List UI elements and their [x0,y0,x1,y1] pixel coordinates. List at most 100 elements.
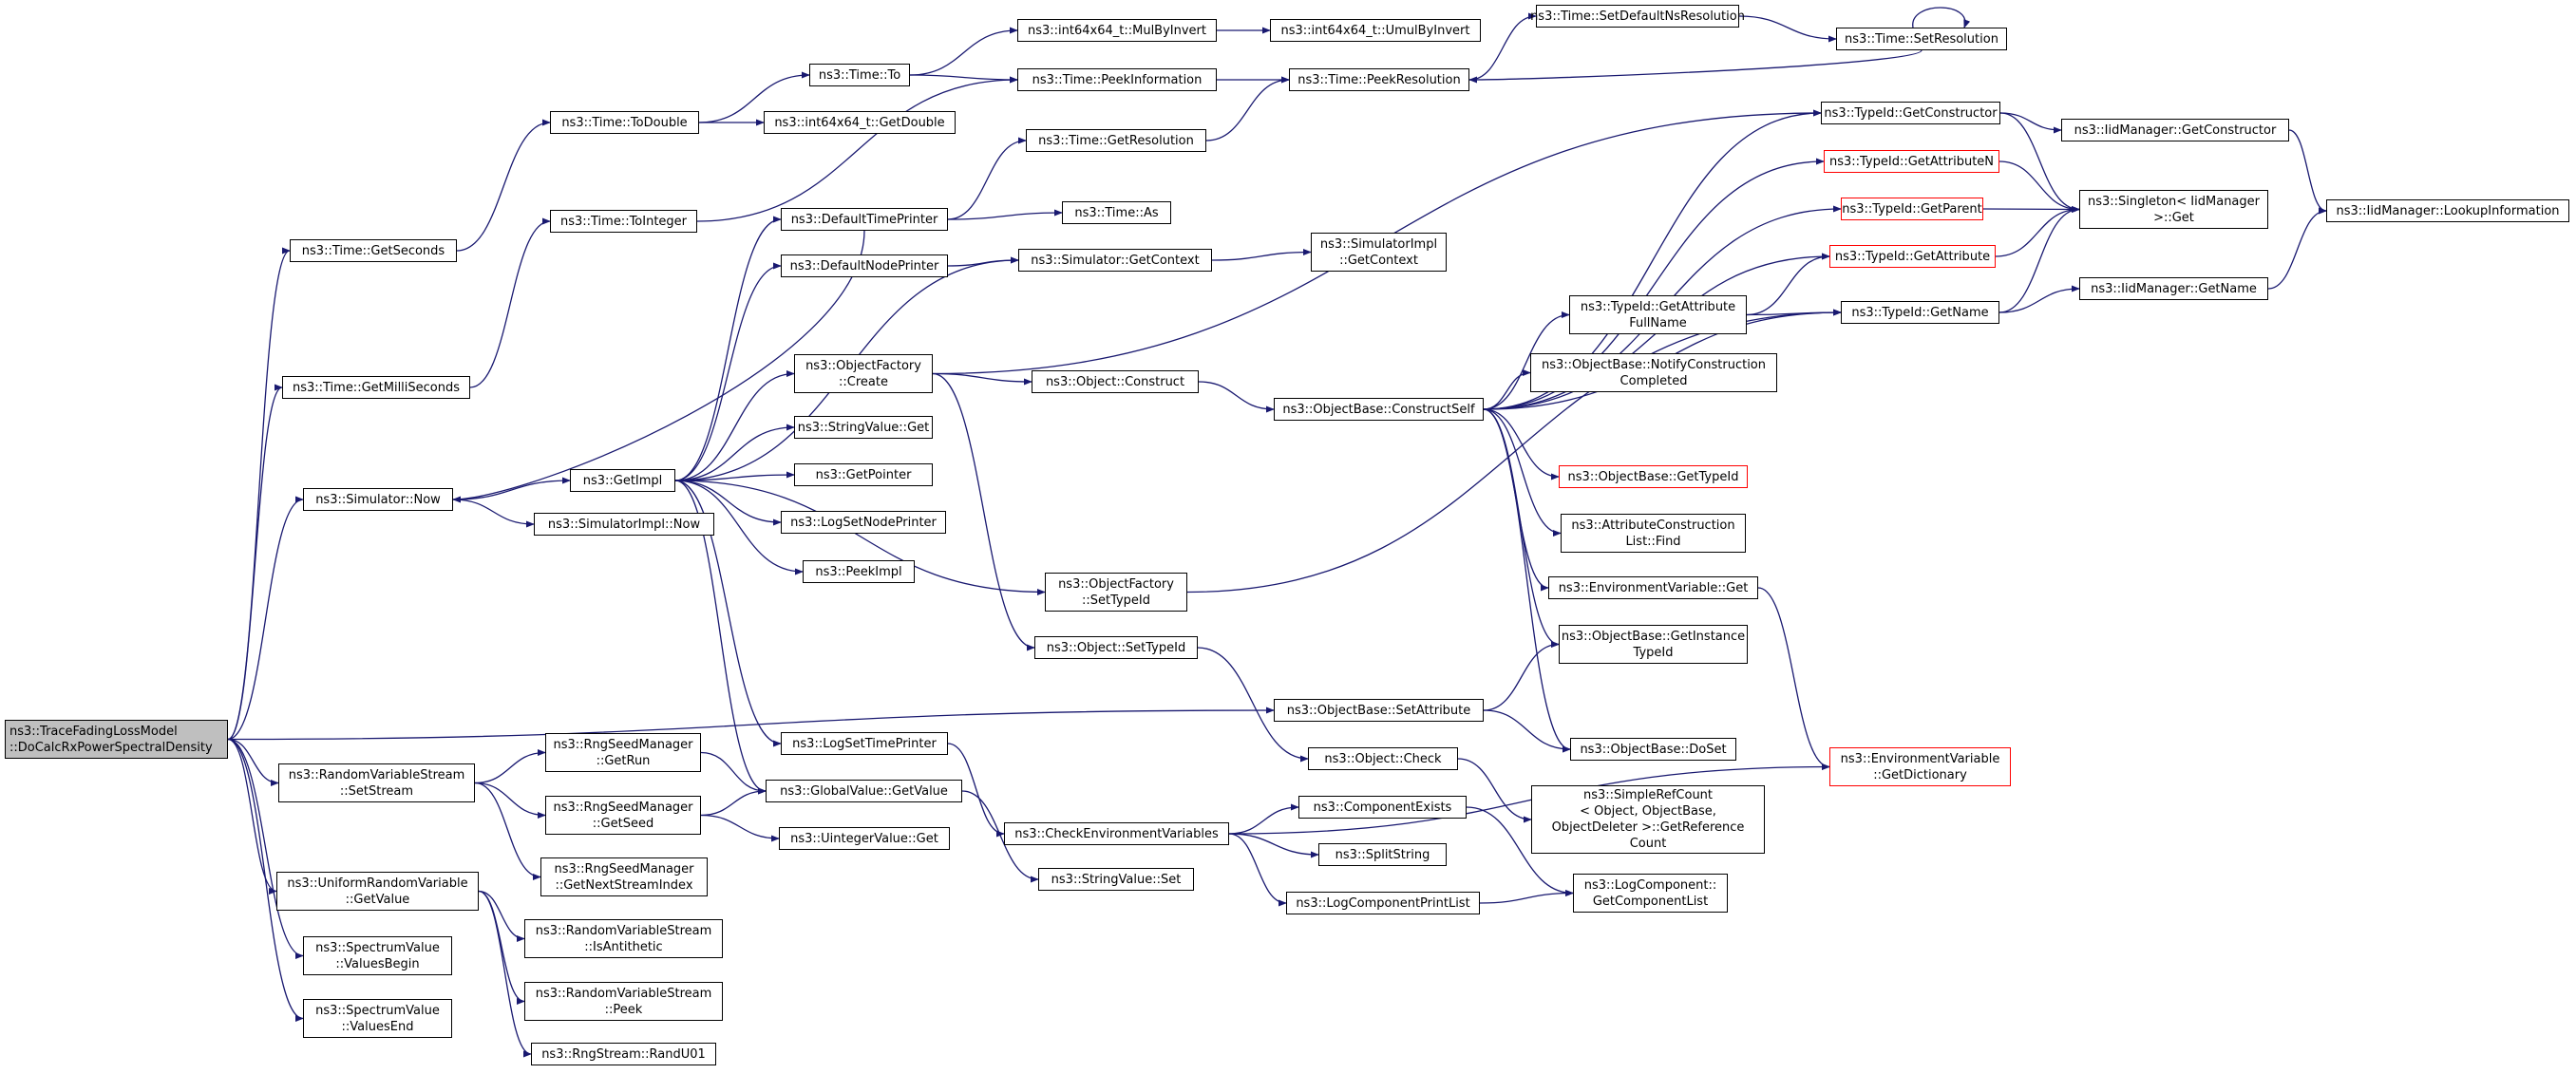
edge-TIGetName-to-IMGetName [1998,285,2080,313]
node-component-exists[interactable]: ns3::ComponentExists [1298,796,1467,819]
node-sim-impl-now[interactable]: ns3::SimulatorImpl::Now [534,513,714,536]
edge-GetImpl-to-OFCreate [674,369,795,481]
node-get-milli-seconds[interactable]: ns3::Time::GetMilliSeconds [282,376,470,399]
node-label: ns3::SimpleRefCount < Object, ObjectBase… [1551,788,1745,851]
node-obj-construct[interactable]: ns3::Object::Construct [1032,370,1199,393]
node-imlookup-information[interactable]: ns3::IidManager::LookupInformation [2326,199,2569,222]
node-svvalues-end[interactable]: ns3::SpectrumValue ::ValuesEnd [303,999,452,1038]
node-peek-impl[interactable]: ns3::PeekImpl [803,560,915,583]
node-label: ns3::Time::GetResolution [1038,133,1194,148]
node-get-seconds[interactable]: ns3::Time::GetSeconds [290,239,457,262]
node-label: ns3::LogSetNodePrinter [790,515,937,530]
node-label: ns3::ObjectFactory ::Create [805,358,921,389]
node-tiget-attribute-n[interactable]: ns3::TypeId::GetAttributeN [1824,150,1999,173]
edge-EnvVarGet-to-EnvVarGetDictionary [1757,587,1830,771]
node-label: ns3::RandomVariableStream ::SetStream [288,767,465,799]
node-peek-resolution[interactable]: ns3::Time::PeekResolution [1289,68,1469,91]
edge-OBSetAttribute-to-OBGetInstanceTypeId [1483,640,1560,711]
node-obdo-set[interactable]: ns3::ObjectBase::DoSet [1570,738,1736,761]
node-rsmget-run[interactable]: ns3::RngSeedManager ::GetRun [545,733,701,772]
edge-URVGetValue-to-RandU01 [478,890,532,1058]
node-sim-get-context[interactable]: ns3::Simulator::GetContext [1018,249,1212,272]
node-set-default-ns-resolution[interactable]: ns3::Time::SetDefaultNsResolution [1530,5,1745,28]
node-tiget-parent[interactable]: ns3::TypeId::GetParent [1841,198,1983,220]
node-svvalues-begin[interactable]: ns3::SpectrumValue ::ValuesBegin [303,936,452,975]
edge-OBConstructSelf-to-OBDoSet [1483,408,1571,753]
node-umul-by-invert[interactable]: ns3::int64x64_t::UmulByInvert [1270,19,1481,42]
node-imget-constructor[interactable]: ns3::IidManager::GetConstructor [2061,119,2289,141]
node-mul-by-invert[interactable]: ns3::int64x64_t::MulByInvert [1017,19,1217,42]
node-gvget-value[interactable]: ns3::GlobalValue::GetValue [766,780,962,802]
node-ofcreate[interactable]: ns3::ObjectFactory ::Create [794,354,933,393]
node-time-to[interactable]: ns3::Time::To [809,64,910,86]
node-peek-information[interactable]: ns3::Time::PeekInformation [1017,68,1217,91]
node-env-var-get-dictionary[interactable]: ns3::EnvironmentVariable ::GetDictionary [1829,747,2011,786]
node-label: ns3::RngSeedManager ::GetRun [553,737,693,768]
node-rvspeek[interactable]: ns3::RandomVariableStream ::Peek [524,982,723,1021]
node-obset-attribute[interactable]: ns3::ObjectBase::SetAttribute [1274,699,1484,722]
node-set-resolution[interactable]: ns3::Time::SetResolution [1836,28,2007,50]
node-simulator-now[interactable]: ns3::Simulator::Now [303,488,453,511]
edge-GetResolution-to-PeekResolution [1205,76,1290,141]
node-srcget-reference-count[interactable]: ns3::SimpleRefCount < Object, ObjectBase… [1531,785,1765,854]
node-obconstruct-self[interactable]: ns3::ObjectBase::ConstructSelf [1274,398,1484,421]
node-label: ns3::Time::ToInteger [559,214,688,229]
node-label: ns3::RandomVariableStream ::Peek [535,986,712,1017]
node-label: ns3::int64x64_t::UmulByInvert [1280,23,1470,38]
node-string-value-get[interactable]: ns3::StringValue::Get [794,416,933,439]
edge-OFCreate-to-ObjSetTypeId [932,372,1035,651]
node-ofset-type-id[interactable]: ns3::ObjectFactory ::SetTypeId [1045,573,1187,612]
node-urvget-value[interactable]: ns3::UniformRandomVariable ::GetValue [276,872,479,911]
node-i64-get-double[interactable]: ns3::int64x64_t::GetDouble [764,111,956,134]
node-label: ns3::TypeId::GetAttributeN [1828,154,1995,169]
node-root[interactable]: ns3::TraceFadingLossModel ::DoCalcRxPowe… [5,720,228,759]
node-check-env-vars[interactable]: ns3::CheckEnvironmentVariables [1004,822,1229,845]
node-log-component-print-list[interactable]: ns3::LogComponentPrintList [1286,892,1480,914]
node-singleton-get[interactable]: ns3::Singleton< IidManager >::Get [2079,190,2268,229]
node-rsmget-next-stream-index[interactable]: ns3::RngSeedManager ::GetNextStreamIndex [540,857,708,896]
node-to-integer[interactable]: ns3::Time::ToInteger [550,210,697,233]
node-rand-u01[interactable]: ns3::RngStream::RandU01 [531,1043,716,1065]
edge-ComponentExists-to-LCGetComponentList [1466,806,1574,897]
node-label: ns3::ObjectBase::NotifyConstruction Comp… [1542,357,1766,388]
node-uivget[interactable]: ns3::UintegerValue::Get [779,827,950,850]
node-log-set-time-printer[interactable]: ns3::LogSetTimePrinter [781,732,948,755]
node-obget-type-id[interactable]: ns3::ObjectBase::GetTypeId [1559,465,1748,488]
edge-root-to-SVValuesBegin [227,738,304,960]
node-split-string[interactable]: ns3::SplitString [1318,843,1447,866]
node-aclfind[interactable]: ns3::AttributeConstruction List::Find [1561,514,1746,553]
node-get-pointer[interactable]: ns3::GetPointer [794,463,933,486]
node-sim-impl-get-context[interactable]: ns3::SimulatorImpl ::GetContext [1311,233,1447,272]
edge-root-to-GetMilliSeconds [227,384,283,741]
node-rvsis-antithetic[interactable]: ns3::RandomVariableStream ::IsAntithetic [524,919,723,958]
node-obj-check[interactable]: ns3::Object::Check [1308,747,1458,770]
edge-DefaultTimePrinter-to-GetResolution [947,137,1027,220]
node-obnotify-construction-completed[interactable]: ns3::ObjectBase::NotifyConstruction Comp… [1530,353,1777,392]
node-get-impl[interactable]: ns3::GetImpl [570,469,675,492]
node-rsmget-seed[interactable]: ns3::RngSeedManager ::GetSeed [545,796,701,835]
node-get-resolution[interactable]: ns3::Time::GetResolution [1026,129,1206,152]
node-tiget-attribute-full-name[interactable]: ns3::TypeId::GetAttribute FullName [1569,295,1747,334]
node-lcget-component-list[interactable]: ns3::LogComponent:: GetComponentList [1573,874,1728,913]
node-tiget-name[interactable]: ns3::TypeId::GetName [1841,301,1999,324]
node-label: ns3::int64x64_t::GetDouble [774,115,945,130]
node-log-set-node-printer[interactable]: ns3::LogSetNodePrinter [781,511,946,534]
node-tiget-constructor[interactable]: ns3::TypeId::GetConstructor [1821,102,2000,124]
node-rvsset-stream[interactable]: ns3::RandomVariableStream ::SetStream [278,763,475,802]
node-tiget-attribute[interactable]: ns3::TypeId::GetAttribute [1829,245,1996,268]
node-label: ns3::ObjectBase::SetAttribute [1286,703,1471,718]
node-obget-instance-type-id[interactable]: ns3::ObjectBase::GetInstance TypeId [1559,625,1748,664]
node-label: ns3::LogComponentPrintList [1296,895,1470,911]
node-label: ns3::GetPointer [815,467,912,482]
node-imget-name[interactable]: ns3::IidManager::GetName [2079,277,2268,300]
edge-SimulatorNow-to-GetImpl [452,477,571,500]
node-to-double[interactable]: ns3::Time::ToDouble [550,111,699,134]
edge-OFCreate-to-ObjConstruct [932,372,1032,386]
node-env-var-get[interactable]: ns3::EnvironmentVariable::Get [1548,576,1758,599]
node-svset[interactable]: ns3::StringValue::Set [1038,868,1194,891]
node-default-time-printer[interactable]: ns3::DefaultTimePrinter [781,208,948,231]
edge-CheckEnvVars-to-EnvVarGetDictionary [1228,763,1830,835]
node-default-node-printer[interactable]: ns3::DefaultNodePrinter [781,254,948,277]
node-time-as[interactable]: ns3::Time::As [1062,201,1171,224]
node-obj-set-type-id[interactable]: ns3::Object::SetTypeId [1034,636,1198,659]
